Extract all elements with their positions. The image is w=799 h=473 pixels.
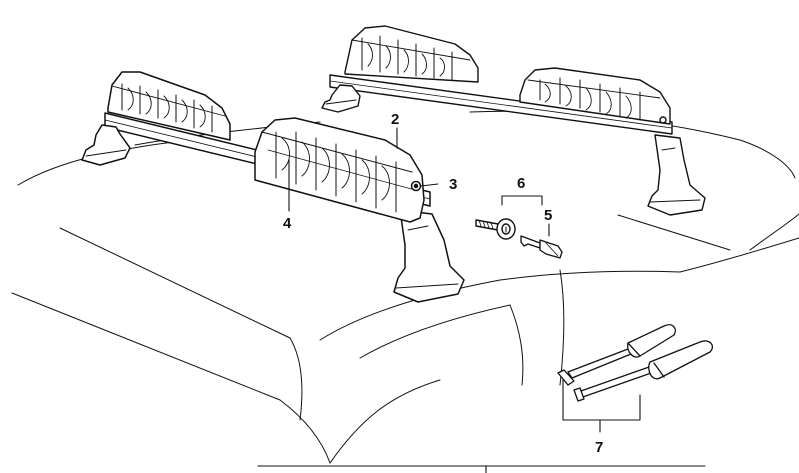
lock-cylinder [475,218,516,240]
rear-ski-rack [321,25,706,216]
callout-6: 6 [517,175,526,192]
key [520,235,563,259]
callout-4: 4 [283,215,292,232]
leader-lines [288,127,641,433]
front-ski-rack [81,71,465,303]
socket-tool [573,340,714,402]
callout-7: 7 [595,439,604,456]
callout-2: 2 [391,111,400,128]
callout-5: 5 [544,207,553,224]
callout-3: 3 [449,176,458,193]
screwdriver-tool [557,324,676,386]
